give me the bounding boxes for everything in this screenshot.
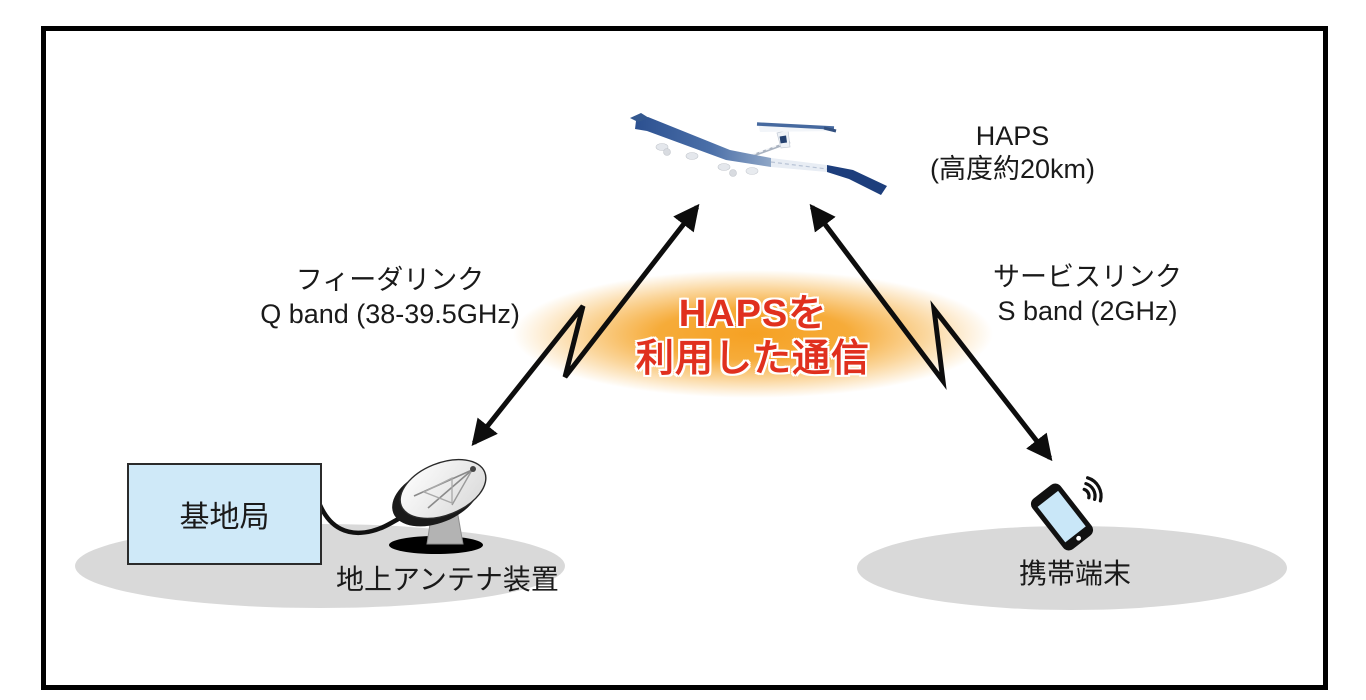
haps-label: HAPS (高度約20km): [880, 120, 1145, 186]
feeder-link-arrow: [471, 203, 700, 447]
feeder-link-band: Q band (38-39.5GHz): [260, 299, 520, 329]
base-station-box: 基地局: [127, 463, 322, 565]
smartphone-icon: [1030, 476, 1103, 551]
ground-antenna-label: 地上アンテナ装置: [336, 564, 559, 595]
haps-aircraft-icon: [630, 113, 887, 195]
haps-label-line1: HAPS: [975, 121, 1050, 151]
feeder-link-name: フィーダリンク: [295, 265, 485, 295]
service-link-arrow: [809, 203, 1053, 462]
feeder-link-label: フィーダリンク Q band (38-39.5GHz): [205, 263, 575, 331]
base-station-label: 基地局: [179, 501, 270, 534]
callout-line2: 利用した通信: [635, 338, 870, 380]
haps-label-line2: (高度約20km): [929, 154, 1095, 184]
callout-line1: HAPSを: [678, 293, 828, 335]
service-link-name: サービスリンク: [993, 262, 1182, 292]
signal-waves-icon: [1082, 476, 1103, 503]
ground-antenna-dish-icon: [389, 458, 487, 554]
haps-communication-callout: HAPSを 利用した通信: [538, 292, 968, 382]
mobile-terminal-label: 携帯端末: [1018, 558, 1131, 589]
